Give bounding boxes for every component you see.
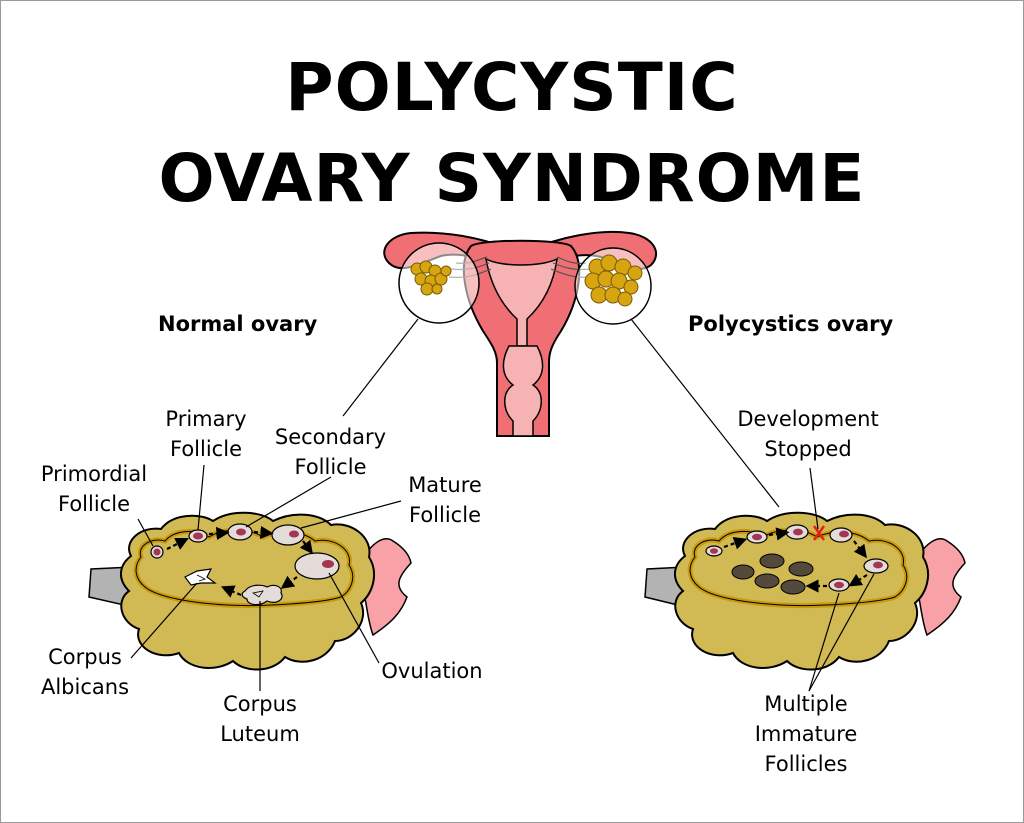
polycystic-ovary-heading: Polycystics ovary <box>688 312 894 336</box>
immature-follicles <box>705 524 889 592</box>
fimbria-left <box>360 538 412 637</box>
fimbria-right <box>914 538 966 637</box>
small-ovary-right <box>584 254 643 307</box>
primary-follicle <box>188 529 208 543</box>
connector-right <box>630 318 780 508</box>
connector-left <box>342 318 419 417</box>
cysts <box>731 553 814 595</box>
title-line-1: POLYCYSTIC <box>285 49 739 126</box>
normal-leaders <box>130 464 402 691</box>
normal-ovary-heading: Normal ovary <box>158 312 318 336</box>
cervix <box>502 345 544 437</box>
uterus-cavity <box>484 257 558 347</box>
mature-follicle <box>294 552 340 580</box>
corpus-albicans <box>184 568 217 586</box>
label-ovulation: Ovulation <box>381 659 483 683</box>
corpus-luteum <box>241 584 283 606</box>
primordial-follicle <box>150 545 164 559</box>
growing-follicle <box>271 524 305 546</box>
polycystic-leaders <box>808 467 875 692</box>
polycystic-ovary <box>644 511 966 671</box>
normal-ovary <box>88 511 412 671</box>
title-line-2: OVARY SYNDROME <box>158 140 866 217</box>
secondary-follicle <box>227 523 253 541</box>
small-ovary-left <box>410 260 452 296</box>
stop-mark-icon <box>812 525 826 541</box>
